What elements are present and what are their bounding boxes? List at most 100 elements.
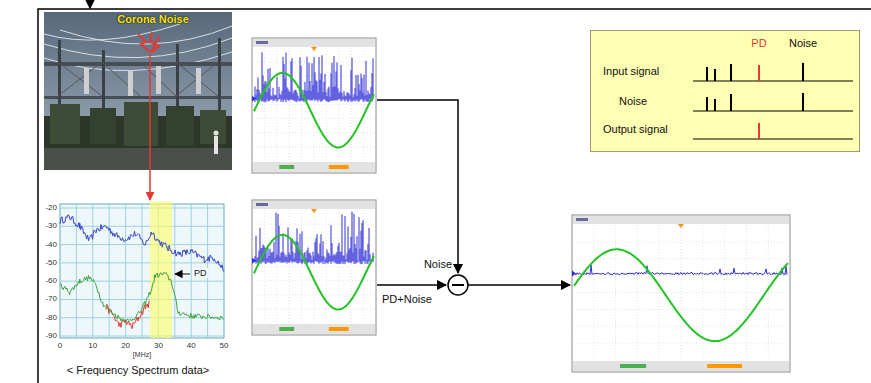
- plot-area: [60, 204, 224, 338]
- person: [214, 136, 218, 154]
- sky: [44, 12, 232, 170]
- scope-channel-tag: [279, 165, 294, 169]
- pulse: [802, 93, 804, 111]
- spectrum-chart: [40, 198, 236, 380]
- scope-grid: [253, 146, 375, 147]
- photo-label: Corona Noise: [108, 13, 198, 26]
- grid-line: [60, 226, 224, 227]
- time-axis: [693, 80, 853, 81]
- axis-unit: [MHz]: [122, 351, 162, 359]
- signal-label: PD+Noise: [382, 293, 432, 306]
- scope-header: [253, 39, 375, 47]
- pd-marker-label: PD: [193, 268, 208, 278]
- oscilloscope-screen: [252, 38, 376, 173]
- scope-grid: [253, 224, 375, 225]
- scope-frame: [252, 200, 376, 335]
- plot-grid: [60, 204, 224, 338]
- corona-pointer: [149, 55, 151, 200]
- corona-spark: [138, 32, 160, 53]
- axis-tick: 30: [148, 341, 168, 350]
- time-axis: [693, 110, 853, 111]
- pd-pulse-label: PD: [751, 37, 766, 50]
- scope-status: [256, 41, 268, 44]
- axis-tick: 0: [50, 341, 70, 350]
- grid-line: [60, 244, 224, 245]
- axis-tick: -20: [37, 203, 57, 212]
- equipment: [90, 108, 116, 144]
- scope-footer: [253, 324, 375, 334]
- insulator: [196, 68, 201, 94]
- noise-trace: [255, 212, 373, 265]
- axis-tick: -40: [37, 240, 57, 249]
- chart-ground: [40, 198, 236, 380]
- subtract-symbol: [448, 275, 468, 295]
- pulse: [802, 63, 804, 81]
- grid-line: [60, 262, 224, 263]
- axis-tick: -50: [37, 258, 57, 267]
- equipment: [50, 104, 80, 144]
- axis-tick: 40: [181, 341, 201, 350]
- axis-tick: -60: [37, 276, 57, 285]
- scope-grid: [573, 275, 789, 276]
- scope-grid: [338, 48, 339, 161]
- minus-sign: [452, 284, 464, 286]
- time-axis: [693, 138, 853, 139]
- grid-line: [60, 336, 224, 337]
- scope-grid: [659, 225, 660, 360]
- scope-grid: [326, 210, 327, 323]
- channel-marker: [572, 271, 576, 277]
- pulse: [758, 123, 760, 139]
- scope-trigger-tag: [329, 327, 349, 331]
- figure-frame: [38, 9, 871, 383]
- insulator: [84, 68, 89, 94]
- axis-tick: 50: [214, 341, 234, 350]
- scope-header: [253, 201, 375, 209]
- scope-grid: [637, 225, 638, 360]
- equipment: [200, 110, 226, 144]
- scope-footer: [573, 361, 789, 371]
- spectrum-trace-pd: [60, 272, 224, 322]
- scope-grid: [253, 308, 375, 309]
- ac-phase-wave: [254, 235, 374, 310]
- pd-trace: [575, 265, 787, 275]
- grid-line: [60, 281, 224, 282]
- scope-trigger-tag: [707, 364, 742, 368]
- scope-grid: [573, 343, 789, 344]
- incoming-arrow: [89, 0, 91, 8]
- noise-pulse-label: Noise: [789, 37, 817, 50]
- person-head: [214, 131, 219, 136]
- row-label: Input signal: [603, 65, 659, 78]
- pulse: [758, 65, 760, 81]
- pulse: [730, 94, 732, 111]
- pulse: [706, 97, 708, 111]
- ac-phase-wave: [574, 249, 788, 341]
- scope-grid: [253, 266, 375, 267]
- scope-grid: [253, 294, 375, 295]
- insulator: [128, 70, 133, 96]
- gantry-beam: [44, 96, 232, 99]
- scope-grid: [363, 48, 364, 161]
- grid-line: [60, 317, 224, 318]
- axis-tick: 10: [83, 341, 103, 350]
- pulse: [714, 69, 716, 81]
- scope-grid: [326, 48, 327, 161]
- signal-label: Noise: [404, 258, 452, 271]
- flow-arrow: [377, 100, 458, 273]
- chart-caption: < Frequency Spectrum data>: [38, 364, 238, 377]
- scope-grid: [573, 326, 789, 327]
- oscilloscope-screen: [252, 200, 376, 335]
- scope-frame: [252, 38, 376, 173]
- pd-pointer: [175, 273, 190, 274]
- scope-channel-tag: [279, 327, 294, 331]
- pulse: [714, 99, 716, 111]
- scope-grid: [253, 104, 375, 105]
- flow-arrow: [468, 284, 570, 286]
- spectrum-trace-noise: [60, 215, 224, 272]
- scope-header: [573, 216, 789, 224]
- scope-grid: [573, 292, 789, 293]
- scope-grid: [573, 309, 789, 310]
- substation-photo: [44, 12, 232, 170]
- channel-marker: [252, 96, 256, 102]
- axis-tick: -80: [37, 313, 57, 322]
- axis-tick: 20: [116, 341, 136, 350]
